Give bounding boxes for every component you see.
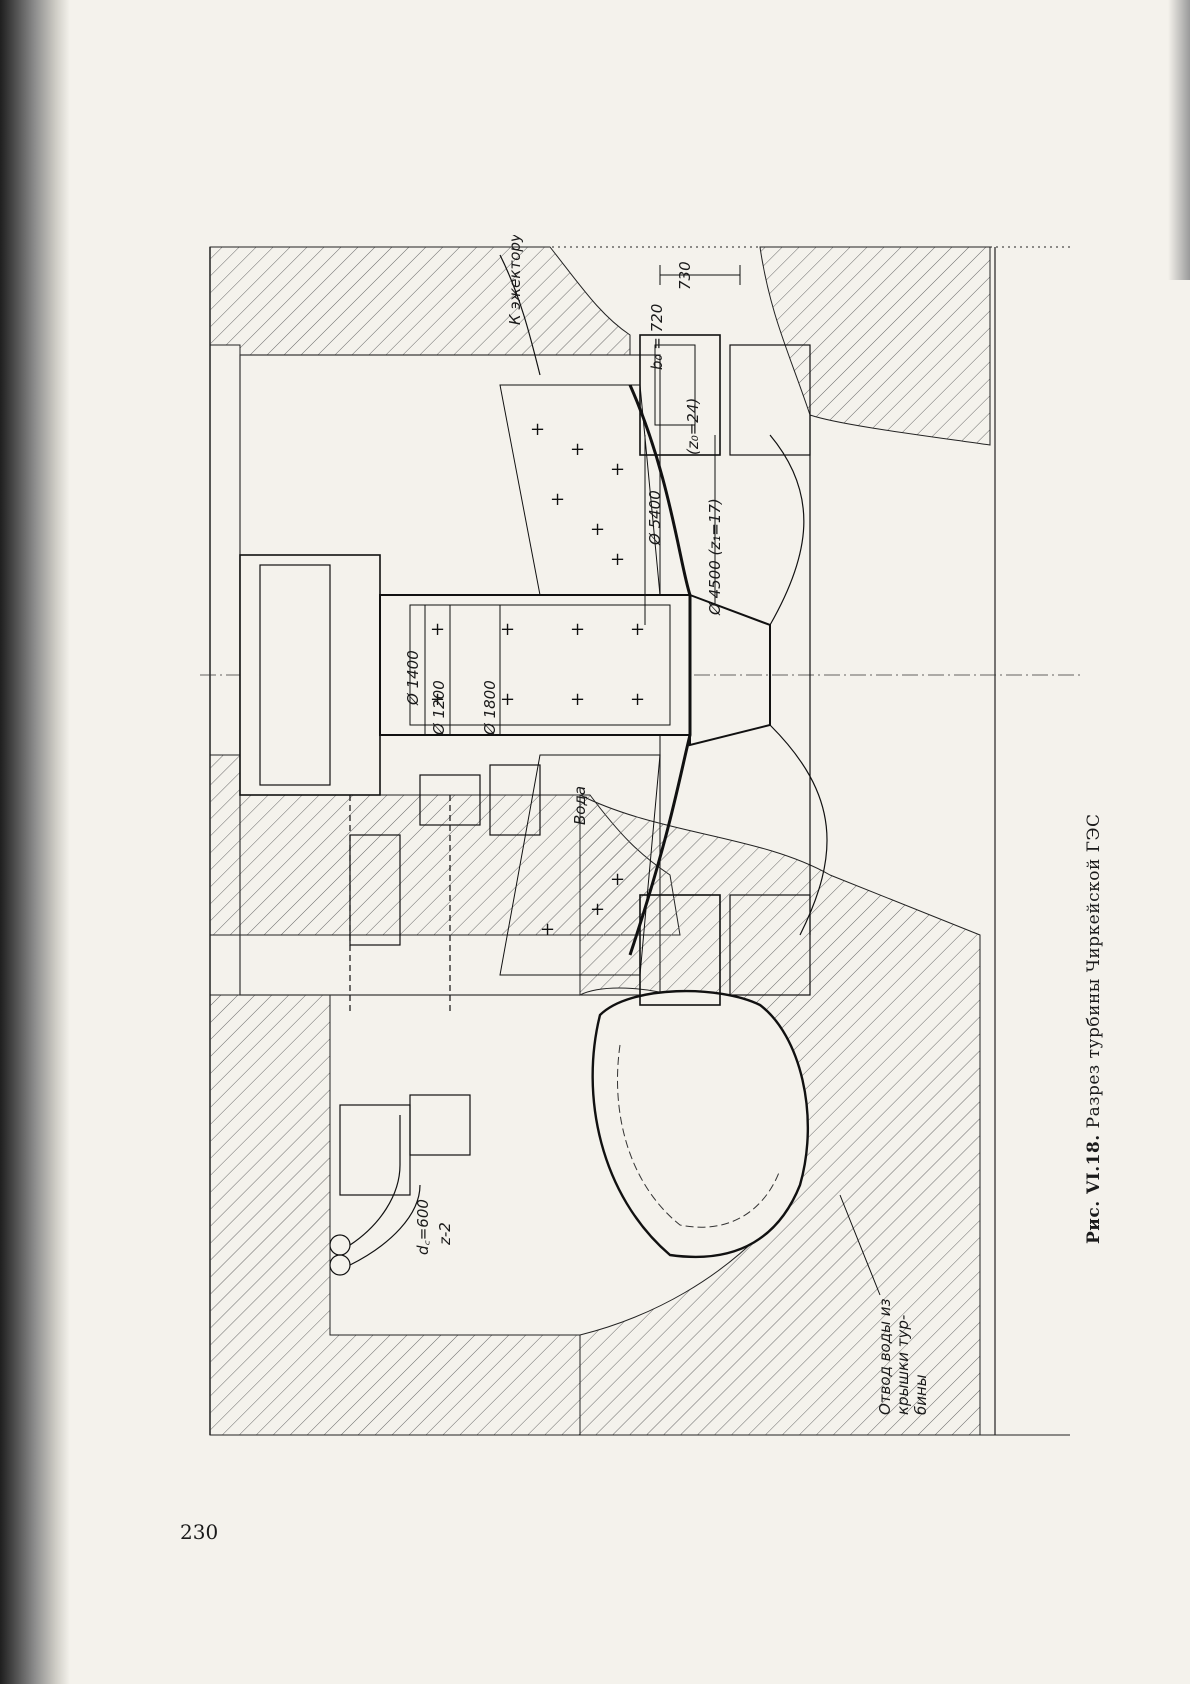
drain-label-line1: Отвод воды из — [876, 1299, 894, 1415]
svg-text:+: + — [430, 619, 445, 640]
drain-label-line3: бины — [912, 1374, 930, 1415]
dim-label-730: 730 — [676, 261, 694, 290]
svg-text:+: + — [590, 899, 605, 920]
svg-text:+: + — [550, 489, 565, 510]
svg-text:+: + — [570, 619, 585, 640]
svg-text:+: + — [630, 619, 645, 640]
svg-text:+: + — [500, 689, 515, 710]
dim-label-z0: (z₀=24) — [684, 398, 702, 455]
figure-caption: Рис. VI.18. Разрез турбины Чиркейской ГЭ… — [1084, 814, 1104, 1244]
dim-label-z22: z-2 — [436, 1222, 454, 1246]
concrete-hatch — [210, 247, 990, 1435]
drain-label-line2: крышки тур- — [894, 1315, 912, 1415]
svg-text:+: + — [500, 619, 515, 640]
page-edge-shadow — [1168, 0, 1190, 280]
svg-text:+: + — [610, 549, 625, 570]
svg-text:+: + — [540, 919, 555, 940]
svg-text:+: + — [530, 419, 545, 440]
dim-label-d4500: Ø 4500 (z₁=17) — [706, 498, 724, 616]
dim-label-water: Вода — [571, 786, 589, 825]
svg-text:+: + — [590, 519, 605, 540]
binding-edge — [0, 0, 70, 1684]
dim-label-d1400: Ø 1400 — [404, 650, 422, 706]
page-number: 230 — [180, 1520, 218, 1544]
figure-title: Разрез турбины Чиркейской ГЭС — [1084, 814, 1104, 1129]
svg-text:+: + — [570, 439, 585, 460]
dim-label-dc: d꜀=600 — [414, 1199, 432, 1255]
dim-label-ejector: К эжектору — [506, 235, 524, 325]
turbine-shaft — [240, 555, 690, 795]
turbine-section-drawing: +++ +++ ++++ ++++ +++ — [200, 235, 1080, 1495]
spiral-case — [593, 991, 808, 1257]
svg-text:+: + — [570, 689, 585, 710]
dim-label-b0: b₀ = 720 — [648, 304, 666, 370]
svg-text:+: + — [630, 689, 645, 710]
dim-label-d1200: Ø 1200 — [430, 680, 448, 736]
dim-label-d5400: Ø 5400 — [646, 490, 664, 546]
figure-label: Рис. VI.18. — [1084, 1134, 1104, 1244]
svg-text:+: + — [610, 869, 625, 890]
dim-label-d1800: Ø 1800 — [481, 680, 499, 736]
svg-text:+: + — [610, 459, 625, 480]
